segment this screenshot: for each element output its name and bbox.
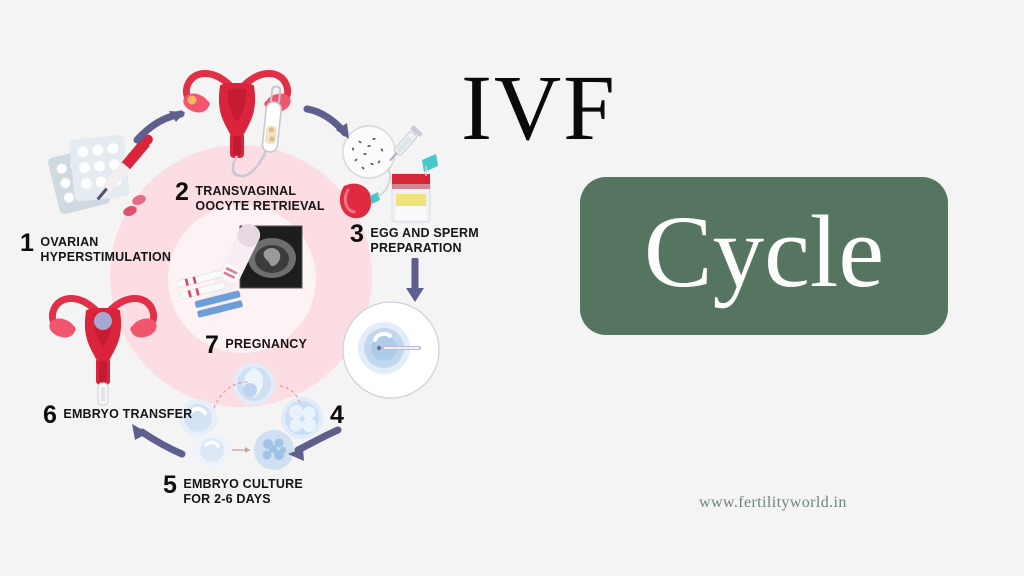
arrow-step2-to-step3 bbox=[303, 105, 349, 139]
step-label-3: 3 EGG AND SPERM PREPARATION bbox=[350, 222, 479, 257]
arrow-step3-to-step4 bbox=[406, 258, 424, 302]
step-label-1: 1 OVARIAN HYPERSTIMULATION bbox=[20, 231, 171, 266]
step-label-5: 5 EMBRYO CULTURE FOR 2-6 DAYS bbox=[163, 473, 303, 508]
step-label-6: 6 EMBRYO TRANSFER bbox=[43, 403, 192, 428]
step-number-5: 5 bbox=[163, 471, 177, 499]
pills-and-syringe-icon bbox=[48, 134, 153, 216]
step-label-7: 7 PREGNANCY bbox=[205, 333, 307, 358]
step-text-2: TRANSVAGINAL OOCYTE RETRIEVAL bbox=[195, 184, 325, 214]
step-text-3: EGG AND SPERM PREPARATION bbox=[370, 226, 479, 256]
uterus-with-catheter-icon bbox=[49, 295, 157, 406]
embryo-cleavage-stages-icon bbox=[179, 363, 323, 470]
step-number-6: 6 bbox=[43, 401, 57, 429]
arrow-step4-to-step5 bbox=[288, 426, 342, 461]
arrow-step1-to-step2 bbox=[133, 110, 185, 144]
step-number-4: 4 bbox=[330, 401, 344, 429]
arrow-step5-to-step6 bbox=[132, 424, 186, 458]
step-number-3: 3 bbox=[350, 220, 364, 248]
step-label-4: 4 bbox=[330, 403, 350, 428]
step-number-2: 2 bbox=[175, 178, 189, 206]
pregnancy-test-and-ultrasound-icon bbox=[178, 224, 303, 321]
step-text-1: OVARIAN HYPERSTIMULATION bbox=[40, 235, 172, 265]
icsi-fertilization-icon bbox=[342, 301, 440, 399]
step-number-1: 1 bbox=[20, 229, 34, 257]
step-number-7: 7 bbox=[205, 331, 219, 359]
step-label-2: 2 TRANSVAGINAL OOCYTE RETRIEVAL bbox=[175, 180, 325, 215]
step-text-6: EMBRYO TRANSFER bbox=[63, 407, 193, 421]
title-badge-cycle: Cycle bbox=[580, 177, 948, 335]
page-title-cycle: Cycle bbox=[643, 194, 885, 309]
step-text-7: PREGNANCY bbox=[225, 337, 308, 351]
website-url: www.fertilityworld.in bbox=[699, 494, 847, 511]
page-title-ivf: IVF bbox=[461, 57, 617, 160]
uterus-with-needle-icon bbox=[183, 70, 291, 178]
petri-dish-and-sample-cup-icon bbox=[339, 125, 438, 223]
step-text-5: EMBRYO CULTURE FOR 2-6 DAYS bbox=[183, 477, 303, 507]
